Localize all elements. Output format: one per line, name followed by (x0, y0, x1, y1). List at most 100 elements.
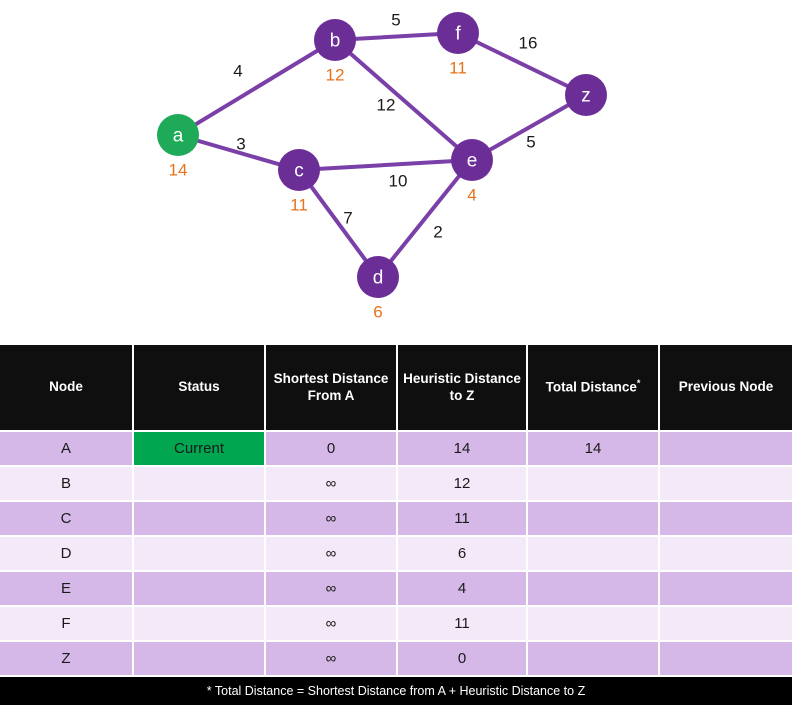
graph-edge-a-b (176, 38, 337, 137)
column-header-shortest-distance: Shortest Distance From A (265, 345, 398, 432)
cell-heuristic-distance: 6 (397, 536, 528, 572)
edge-weight-c-e: 10 (389, 172, 408, 191)
table-row: C ∞11 (0, 501, 792, 537)
graph-node-f[interactable] (437, 12, 479, 54)
cell-shortest-distance: ∞ (265, 466, 398, 502)
cell-total-distance (527, 641, 660, 677)
cell-shortest-distance: 0 (265, 431, 398, 467)
cell-status (133, 606, 266, 642)
footnote-marker: * (636, 378, 641, 389)
cell-status[interactable]: Current (133, 431, 266, 467)
graph-node-heuristic-d: 6 (373, 303, 382, 322)
cell-shortest-distance: ∞ (265, 571, 398, 607)
cell-node: A (0, 431, 134, 467)
column-header-node: Node (0, 345, 134, 432)
graph-edge-f-z (456, 31, 588, 97)
cell-total-distance (527, 501, 660, 537)
graph-node-label-e: e (467, 151, 478, 172)
cell-node: D (0, 536, 134, 572)
table-footer-row: * Total Distance = Shortest Distance fro… (0, 676, 792, 705)
graph-edge-weights: 4 5 16 12 5 3 10 7 2 (233, 11, 537, 242)
cell-shortest-distance: ∞ (265, 606, 398, 642)
graph-panel: 4 5 16 12 5 3 10 7 2 a 14 b 12 f 11 z c 11 e 4 d 6 (0, 0, 792, 340)
cell-previous-node (659, 641, 792, 677)
graph-node-label-f: f (455, 24, 461, 45)
table-panel: Node Status Shortest Distance From A Heu… (0, 345, 792, 705)
table-row: Z ∞0 (0, 641, 792, 677)
cell-node: B (0, 466, 134, 502)
graph-edge-c-e (297, 158, 474, 172)
graph-node-heuristic-f: 11 (449, 59, 467, 78)
edge-weight-b-f: 5 (391, 11, 400, 30)
graph-node-label-c: c (294, 161, 304, 182)
graph-node-c[interactable] (278, 149, 320, 191)
graph-node-label-b: b (330, 31, 341, 52)
graph-node-label-a: a (173, 126, 184, 147)
table-footer: * Total Distance = Shortest Distance fro… (0, 676, 792, 705)
cell-shortest-distance: ∞ (265, 536, 398, 572)
cell-node: C (0, 501, 134, 537)
table-row: D ∞6 (0, 536, 792, 572)
table-header-row: Node Status Shortest Distance From A Heu… (0, 345, 792, 432)
cell-previous-node (659, 501, 792, 537)
edge-weight-c-d: 7 (343, 209, 352, 228)
table-row: F ∞11 (0, 606, 792, 642)
cell-status (133, 466, 266, 502)
cell-shortest-distance: ∞ (265, 641, 398, 677)
graph-edge-e-z (470, 93, 588, 162)
graph-node-heuristic-b: 12 (326, 66, 345, 85)
edge-weight-b-e: 12 (377, 96, 396, 115)
cell-heuristic-distance: 11 (397, 501, 528, 537)
cell-node: Z (0, 641, 134, 677)
edge-weight-d-e: 2 (433, 223, 442, 242)
cell-status (133, 501, 266, 537)
astar-table: Node Status Shortest Distance From A Heu… (0, 345, 792, 705)
graph-node-b[interactable] (314, 19, 356, 61)
edge-weight-f-z: 16 (519, 34, 538, 53)
cell-total-distance (527, 536, 660, 572)
table-header: Node Status Shortest Distance From A Heu… (0, 345, 792, 432)
cell-previous-node (659, 431, 792, 467)
cell-status (133, 571, 266, 607)
cell-heuristic-distance: 11 (397, 606, 528, 642)
cell-total-distance (527, 606, 660, 642)
graph-node-label-d: d (373, 268, 384, 289)
edge-weight-a-c: 3 (236, 135, 245, 154)
graph-nodes: a 14 b 12 f 11 z c 11 e 4 d 6 (157, 12, 607, 322)
graph-node-d[interactable] (357, 256, 399, 298)
graph-edge-d-e (376, 158, 474, 279)
cell-total-distance: 14 (527, 431, 660, 467)
graph-edge-b-e (333, 38, 474, 162)
column-header-total-distance-text: Total Distance (545, 379, 637, 395)
table-row: E∞4 (0, 571, 792, 607)
graph-node-z[interactable] (565, 74, 607, 116)
graph-svg: 4 5 16 12 5 3 10 7 2 a 14 b 12 f 11 z c 11 e 4 d 6 (157, 11, 607, 322)
table-row: B ∞12 (0, 466, 792, 502)
cell-heuristic-distance: 12 (397, 466, 528, 502)
cell-status (133, 536, 266, 572)
cell-heuristic-distance: 4 (397, 571, 528, 607)
graph-edge-c-d (297, 168, 380, 279)
cell-previous-node (659, 571, 792, 607)
column-header-status: Status (133, 345, 266, 432)
cell-previous-node (659, 606, 792, 642)
graph-node-heuristic-c: 11 (290, 196, 308, 215)
graph-node-label-z: z (581, 86, 591, 107)
cell-heuristic-distance: 14 (397, 431, 528, 467)
cell-node: F (0, 606, 134, 642)
column-header-previous-node: Previous Node (659, 345, 792, 432)
cell-previous-node (659, 536, 792, 572)
cell-heuristic-distance: 0 (397, 641, 528, 677)
graph-node-a[interactable] (157, 114, 199, 156)
cell-total-distance (527, 571, 660, 607)
edge-weight-a-b: 4 (233, 62, 242, 81)
edge-weight-e-z: 5 (526, 133, 535, 152)
graph-node-e[interactable] (451, 139, 493, 181)
column-header-total-distance: Total Distance* (527, 345, 660, 432)
cell-status (133, 641, 266, 677)
graph-node-heuristic-a: 14 (169, 161, 188, 180)
cell-shortest-distance: ∞ (265, 501, 398, 537)
column-header-heuristic-distance: Heuristic Distance to Z (397, 345, 528, 432)
